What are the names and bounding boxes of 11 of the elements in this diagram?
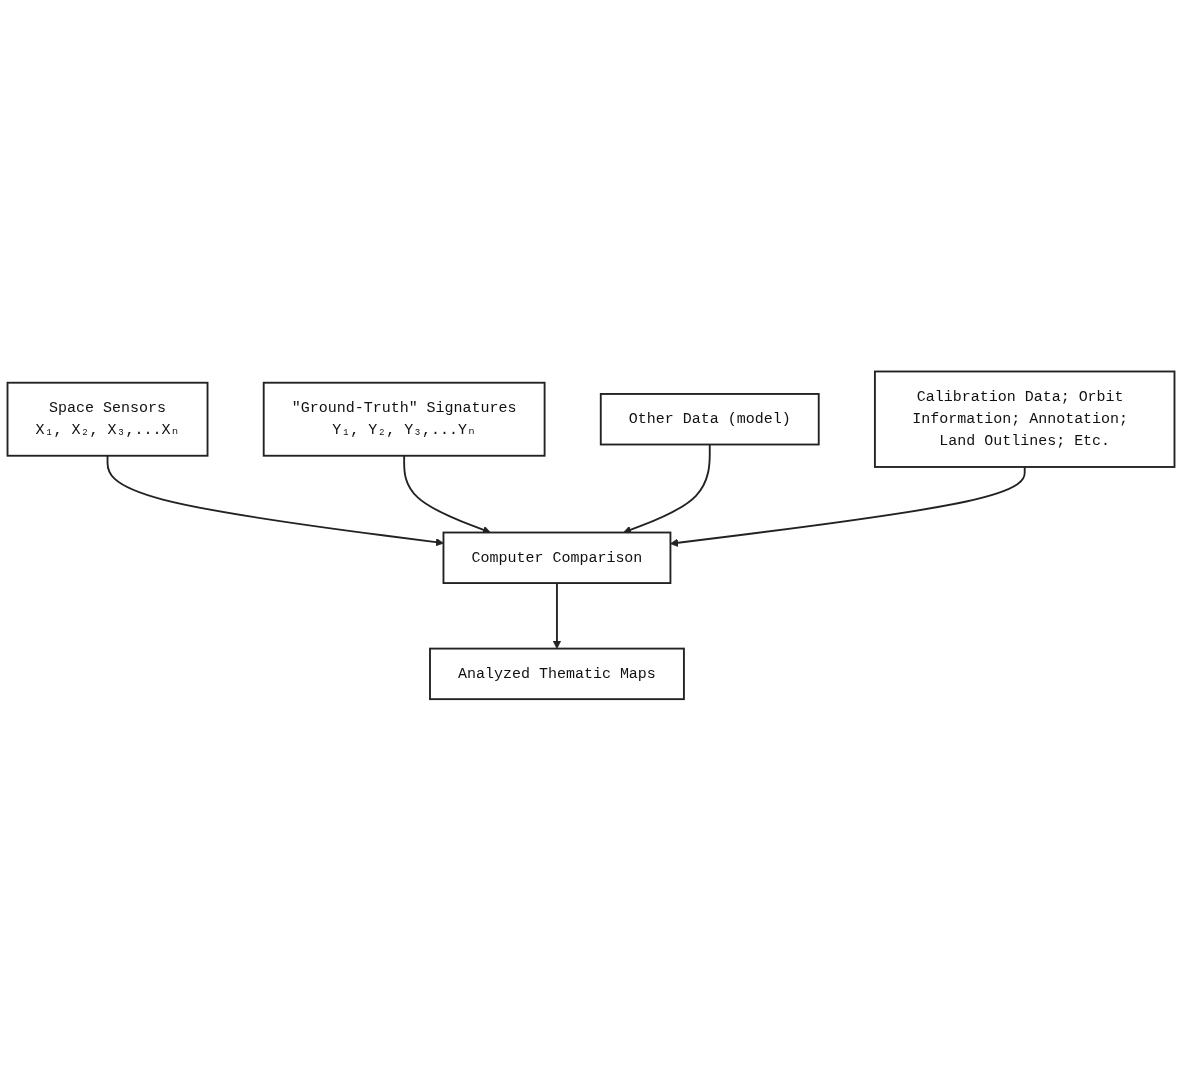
arrow	[403, 455, 491, 534]
node-box: Other Data (model)	[599, 393, 820, 446]
node-box: "Ground-Truth" Signatures Y₁, Y₂, Y₃,...Yₙ	[262, 381, 546, 457]
arrow	[552, 582, 562, 650]
node-box: Computer Comparison	[442, 531, 672, 585]
node-box: Calibration Data; Orbit Information; Annotation; Land Outlines; Etc.	[873, 370, 1176, 469]
arrow	[106, 455, 444, 547]
arrow	[670, 466, 1026, 548]
node-box: Analyzed Thematic Maps	[429, 647, 685, 701]
arrow	[623, 443, 711, 534]
node-box: Space Sensors X₁, X₂, X₃,...Xₙ	[6, 381, 209, 457]
